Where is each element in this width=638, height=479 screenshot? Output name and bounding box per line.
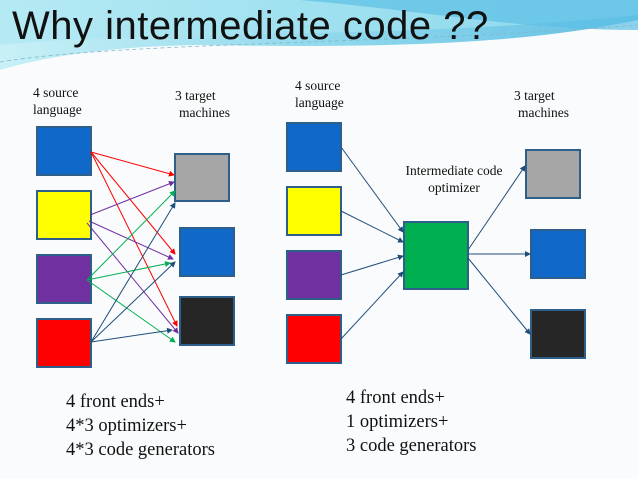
summary-line: 4 front ends+ — [346, 388, 445, 408]
summary-line: 1 optimizers+ — [346, 412, 449, 432]
right-target-box-gray — [525, 149, 581, 199]
left-source-box-blue — [36, 126, 92, 176]
summary-line: 3 code generators — [346, 436, 477, 456]
right-summary: 4 front ends+ 1 optimizers+ 3 code gener… — [346, 386, 476, 458]
green-arrows — [86, 190, 176, 343]
left-source-box-yellow — [36, 190, 92, 240]
right-target-box-blue — [530, 229, 586, 279]
right-source-box-blue — [286, 122, 342, 172]
summary-line: 4 front ends+ — [66, 392, 165, 412]
purple-arrows — [86, 181, 179, 334]
left-source-box-red — [36, 318, 92, 368]
label-line: language — [33, 102, 82, 117]
label-line: optimizer — [428, 180, 480, 195]
left-target-box-gray — [174, 153, 230, 202]
summary-line: 4*3 optimizers+ — [66, 416, 187, 436]
summary-line: 4*3 code generators — [66, 440, 215, 460]
right-target-box-black — [530, 309, 586, 359]
left-target-label: 3 target machines — [175, 87, 230, 121]
label-line: 3 target — [514, 88, 555, 103]
left-target-box-black — [179, 296, 235, 346]
right-source-box-yellow — [286, 186, 342, 236]
optimizer-box-green — [403, 221, 469, 290]
label-line: 4 source — [295, 78, 341, 93]
optimizer-label: Intermediate code optimizer — [390, 162, 518, 196]
label-line: language — [295, 95, 344, 110]
left-source-label: 4 source language — [33, 84, 82, 118]
red-arrows — [90, 151, 178, 327]
label-line: Intermediate code — [405, 163, 503, 178]
right-target-label: 3 target machines — [514, 87, 569, 121]
label-line: 4 source — [33, 85, 79, 100]
right-source-label: 4 source language — [295, 77, 344, 111]
blue-arrows — [90, 146, 531, 343]
label-line: machines — [518, 105, 569, 120]
right-source-box-purple — [286, 250, 342, 300]
left-target-box-blue — [179, 227, 235, 277]
label-line: machines — [179, 105, 230, 120]
label-line: 3 target — [175, 88, 216, 103]
right-source-box-red — [286, 314, 342, 364]
slide-title: Why intermediate code ?? — [12, 4, 489, 48]
left-source-box-purple — [36, 254, 92, 304]
left-summary: 4 front ends+ 4*3 optimizers+ 4*3 code g… — [66, 390, 215, 462]
